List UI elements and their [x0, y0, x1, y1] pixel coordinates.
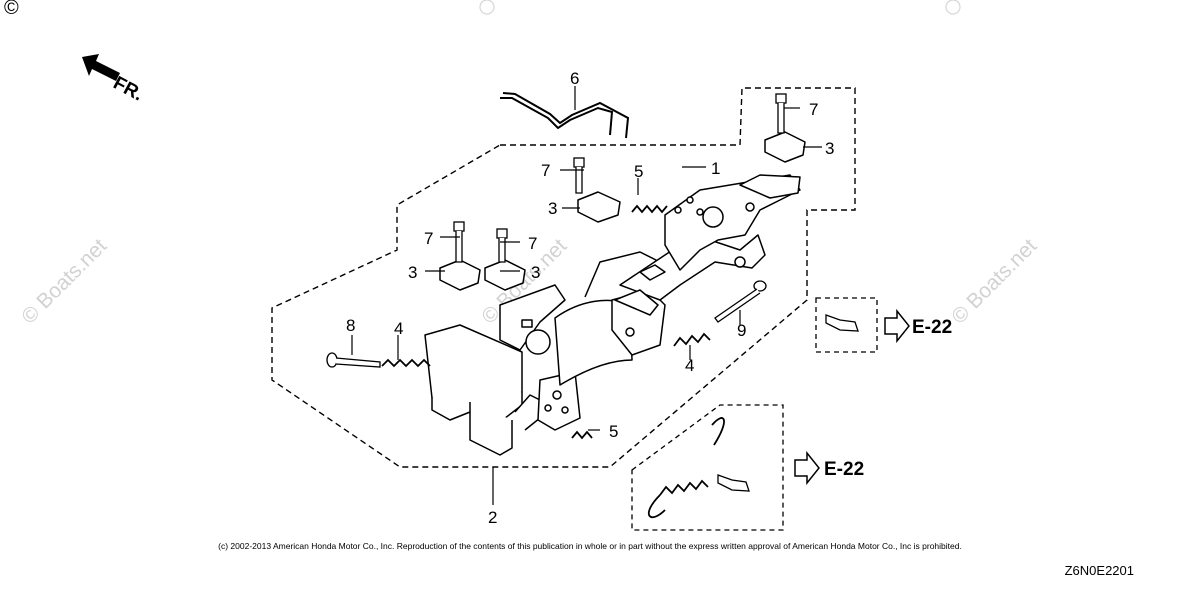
- diagram-code: Z6N0E2201: [1064, 563, 1134, 578]
- callout-7: 7: [809, 100, 818, 119]
- callout-7: 7: [528, 234, 537, 253]
- callout-3: 3: [825, 139, 834, 158]
- callout-5: 5: [609, 422, 618, 441]
- callout-3: 3: [531, 263, 540, 282]
- callout-2: 2: [488, 508, 497, 527]
- watermark: © Boats.net: [947, 234, 1041, 328]
- copyright-notice: (c) 2002-2013 American Honda Motor Co., …: [218, 541, 962, 551]
- leader-lines: [351, 86, 822, 505]
- callout-3: 3: [408, 263, 417, 282]
- governor-bracket: [424, 174, 801, 456]
- callouts: 6 7 3 1 7 5 3 7 7 3 3 8 4 9 4 5 2: [346, 69, 834, 527]
- control-rod: [500, 92, 630, 139]
- callout-5: 5: [634, 162, 643, 181]
- callout-3: 3: [548, 199, 557, 218]
- callout-7: 7: [541, 161, 550, 180]
- springs: [381, 204, 725, 519]
- clips: [439, 131, 806, 291]
- reference-box-bolt: [815, 297, 878, 353]
- callout-4: 4: [685, 356, 694, 375]
- callout-4: 4: [394, 319, 403, 338]
- reference-box-spring: [631, 404, 784, 531]
- front-direction-arrow-icon: FR.: [82, 54, 147, 106]
- callout-1: 1: [711, 159, 720, 178]
- reference-arrows: [794, 308, 910, 486]
- watermarks: © Boats.net © Boats.net © Boats.net: [17, 0, 1041, 329]
- bolts: [453, 93, 787, 263]
- section-reference[interactable]: E-22: [912, 317, 952, 338]
- long-bolts: [326, 280, 859, 492]
- reference-arrow-icon: [884, 308, 910, 344]
- copyright-symbol: ©: [4, 0, 19, 19]
- callout-8: 8: [346, 316, 355, 335]
- reference-arrow-icon: [794, 450, 820, 486]
- watermark: © Boats.net: [17, 234, 111, 328]
- section-reference[interactable]: E-22: [824, 459, 864, 480]
- callout-9: 9: [737, 321, 746, 340]
- callout-7: 7: [424, 229, 433, 248]
- callout-6: 6: [570, 69, 579, 88]
- assembly-outline: [271, 87, 856, 468]
